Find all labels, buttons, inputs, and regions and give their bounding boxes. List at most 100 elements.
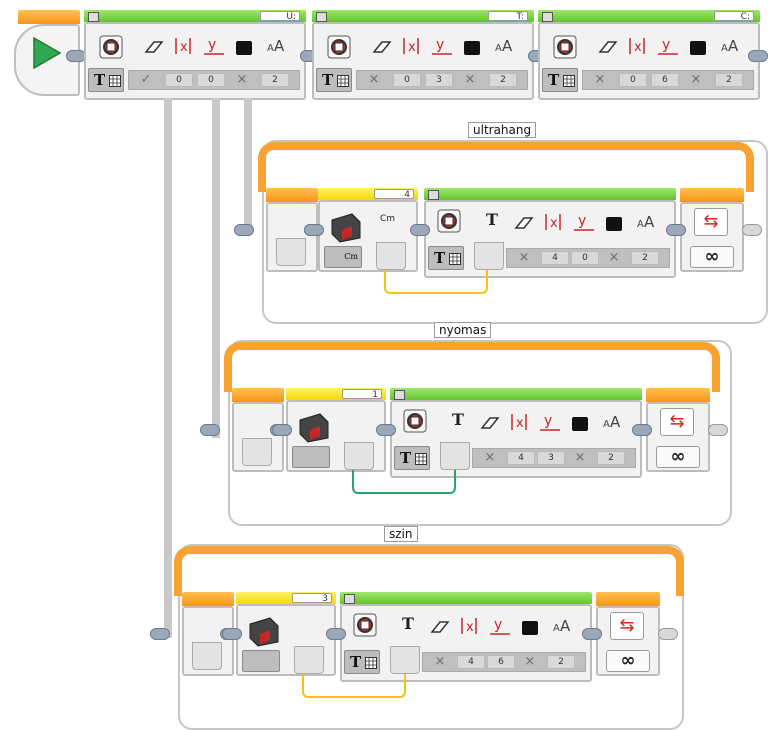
repeat-icon[interactable]: ⇆ xyxy=(694,208,728,236)
block-menu-icon[interactable] xyxy=(88,12,99,22)
sequence-connector[interactable] xyxy=(66,50,86,62)
text-mode-button[interactable]: T xyxy=(542,68,578,92)
sensor-port-value[interactable]: 4 xyxy=(374,189,414,200)
loop-input-socket[interactable] xyxy=(192,642,222,670)
parameter-value[interactable]: 2 xyxy=(261,73,289,87)
sequence-connector[interactable] xyxy=(326,628,346,640)
text-mode-button[interactable]: T xyxy=(394,446,430,470)
infinity-icon[interactable]: ∞ xyxy=(656,446,700,468)
loop-name[interactable]: szin xyxy=(384,526,418,542)
loop-input-socket[interactable] xyxy=(242,438,272,466)
clear-screen-check[interactable]: ✓ xyxy=(140,72,152,87)
text-mode-button[interactable]: T xyxy=(428,246,464,270)
parameter-value[interactable]: 3 xyxy=(425,73,453,87)
parameter-value[interactable]: 0 xyxy=(165,73,193,87)
clear-screen-cross[interactable]: × xyxy=(484,450,496,465)
sensor-mode-button[interactable] xyxy=(242,650,280,672)
loop-start-block[interactable] xyxy=(232,388,284,472)
parameter-value[interactable]: 0 xyxy=(571,251,599,265)
parameter-value[interactable]: 4 xyxy=(457,655,485,669)
parameter-value[interactable]: 2 xyxy=(597,451,625,465)
parameter-value[interactable]: 4 xyxy=(507,451,535,465)
display-text-value[interactable]: U: xyxy=(260,11,300,22)
parameter-value[interactable]: 2 xyxy=(715,73,743,87)
data-wire[interactable] xyxy=(302,674,406,698)
clear-screen-cross[interactable]: × xyxy=(524,654,536,669)
clear-screen-cross[interactable]: × xyxy=(236,72,248,87)
loop-exit-connector[interactable] xyxy=(742,224,762,236)
sequence-connector[interactable] xyxy=(222,628,242,640)
sensor-block[interactable]: 1 xyxy=(286,388,388,472)
sequence-connector[interactable] xyxy=(582,628,602,640)
infinity-icon[interactable]: ∞ xyxy=(606,650,650,672)
text-input-socket[interactable] xyxy=(440,442,470,470)
loop-name[interactable]: ultrahang xyxy=(468,122,537,138)
text-mode-button[interactable]: T xyxy=(88,68,124,92)
clear-screen-cross[interactable]: × xyxy=(434,654,446,669)
loop-exit-connector[interactable] xyxy=(708,424,728,436)
parameter-value[interactable]: 2 xyxy=(547,655,575,669)
loop-start-block[interactable] xyxy=(266,188,318,272)
display-text-value[interactable]: T: xyxy=(488,11,528,22)
sequence-connector[interactable] xyxy=(200,424,220,436)
repeat-icon[interactable]: ⇆ xyxy=(610,612,644,640)
loop-exit-connector[interactable] xyxy=(658,628,678,640)
data-wire[interactable] xyxy=(352,470,456,494)
sequence-connector[interactable] xyxy=(150,628,170,640)
block-menu-icon[interactable] xyxy=(316,12,327,22)
loop-end-block[interactable]: ⇆∞ xyxy=(646,388,722,472)
parameter-value[interactable]: 4 xyxy=(541,251,569,265)
text-mode-button[interactable]: T xyxy=(316,68,352,92)
text-mode-button[interactable]: T xyxy=(344,650,380,674)
sequence-connector[interactable] xyxy=(376,424,396,436)
sensor-output-socket[interactable] xyxy=(294,646,324,674)
sensor-port-value[interactable]: 3 xyxy=(292,593,332,604)
block-menu-icon[interactable] xyxy=(428,190,439,200)
loop-end-block[interactable]: ⇆∞ xyxy=(596,592,672,676)
clear-screen-cross[interactable]: × xyxy=(368,72,380,87)
sensor-output-socket[interactable] xyxy=(376,242,406,270)
sequence-connector[interactable] xyxy=(748,50,768,62)
parameter-value[interactable]: 6 xyxy=(487,655,515,669)
display-text-value[interactable]: C: xyxy=(714,11,754,22)
clear-screen-cross[interactable]: × xyxy=(574,450,586,465)
play-icon[interactable] xyxy=(32,36,62,70)
block-menu-icon[interactable] xyxy=(542,12,553,22)
loop-name[interactable]: nyomas xyxy=(434,322,492,338)
sensor-mode-button[interactable]: Cm xyxy=(324,246,362,268)
loop-start-block[interactable] xyxy=(182,592,234,676)
start-block[interactable] xyxy=(14,10,86,96)
sensor-block[interactable]: 3 xyxy=(236,592,338,676)
clear-screen-cross[interactable]: × xyxy=(690,72,702,87)
sequence-connector[interactable] xyxy=(304,224,324,236)
parameter-value[interactable]: 3 xyxy=(537,451,565,465)
sequence-connector[interactable] xyxy=(410,224,430,236)
text-input-socket[interactable] xyxy=(474,242,504,270)
clear-screen-cross[interactable]: × xyxy=(518,250,530,265)
sensor-output-socket[interactable] xyxy=(344,442,374,470)
text-input-socket[interactable] xyxy=(390,646,420,674)
sequence-connector[interactable] xyxy=(272,424,292,436)
parameter-value[interactable]: 0 xyxy=(619,73,647,87)
parameter-value[interactable]: 2 xyxy=(631,251,659,265)
clear-screen-cross[interactable]: × xyxy=(464,72,476,87)
sensor-mode-button[interactable] xyxy=(292,446,330,468)
sequence-connector[interactable] xyxy=(666,224,686,236)
data-wire[interactable] xyxy=(384,270,488,294)
parameter-value[interactable]: 0 xyxy=(393,73,421,87)
infinity-icon[interactable]: ∞ xyxy=(690,246,734,268)
block-menu-icon[interactable] xyxy=(394,390,405,400)
clear-screen-cross[interactable]: × xyxy=(594,72,606,87)
repeat-icon[interactable]: ⇆ xyxy=(660,408,694,436)
parameter-value[interactable]: 0 xyxy=(197,73,225,87)
parameter-value[interactable]: 6 xyxy=(651,73,679,87)
parameter-value[interactable]: 2 xyxy=(489,73,517,87)
clear-screen-cross[interactable]: × xyxy=(608,250,620,265)
